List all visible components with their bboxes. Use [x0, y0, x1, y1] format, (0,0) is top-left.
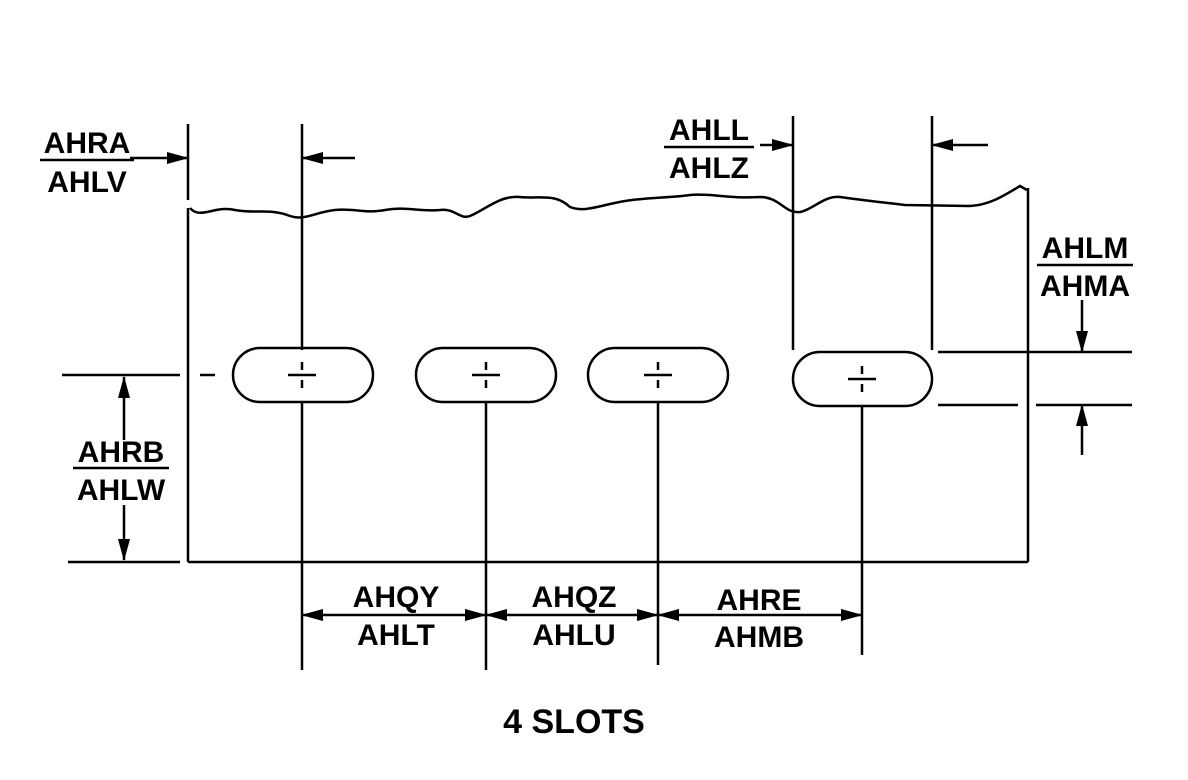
label-bottom: AHLV	[47, 166, 126, 199]
label-bottom: AHLT	[357, 619, 435, 652]
label-bottom: AHLW	[77, 474, 166, 507]
label-bottom: AHLU	[532, 619, 615, 652]
extension-lines	[62, 116, 1132, 670]
label-bottom: AHMB	[714, 621, 804, 654]
label-top: AHLM	[1042, 232, 1129, 265]
label-ahqy: AHQY AHLT	[353, 581, 440, 652]
part-outline	[186, 184, 1030, 564]
label-ahre: AHRE AHMB	[714, 584, 804, 654]
diagram-title: 4 SLOTS	[503, 703, 645, 741]
label-bottom: AHLZ	[669, 152, 749, 185]
dimension-arrows	[118, 139, 1088, 621]
label-top: AHRE	[716, 584, 801, 617]
label-top: AHQZ	[532, 581, 617, 614]
label-top: AHQY	[353, 581, 440, 614]
label-top: AHRB	[78, 436, 165, 469]
slots	[231, 346, 934, 408]
label-ahlm: AHLM AHMA	[1037, 232, 1133, 303]
label-ahqz: AHQZ AHLU	[532, 581, 617, 652]
label-ahrb: AHRB AHLW	[73, 436, 169, 507]
label-bottom: AHMA	[1040, 270, 1130, 303]
label-top: AHLL	[669, 114, 749, 147]
label-ahra: AHRA AHLV	[40, 127, 134, 199]
label-top: AHRA	[44, 127, 131, 160]
label-ahll: AHLL AHLZ	[664, 114, 754, 185]
